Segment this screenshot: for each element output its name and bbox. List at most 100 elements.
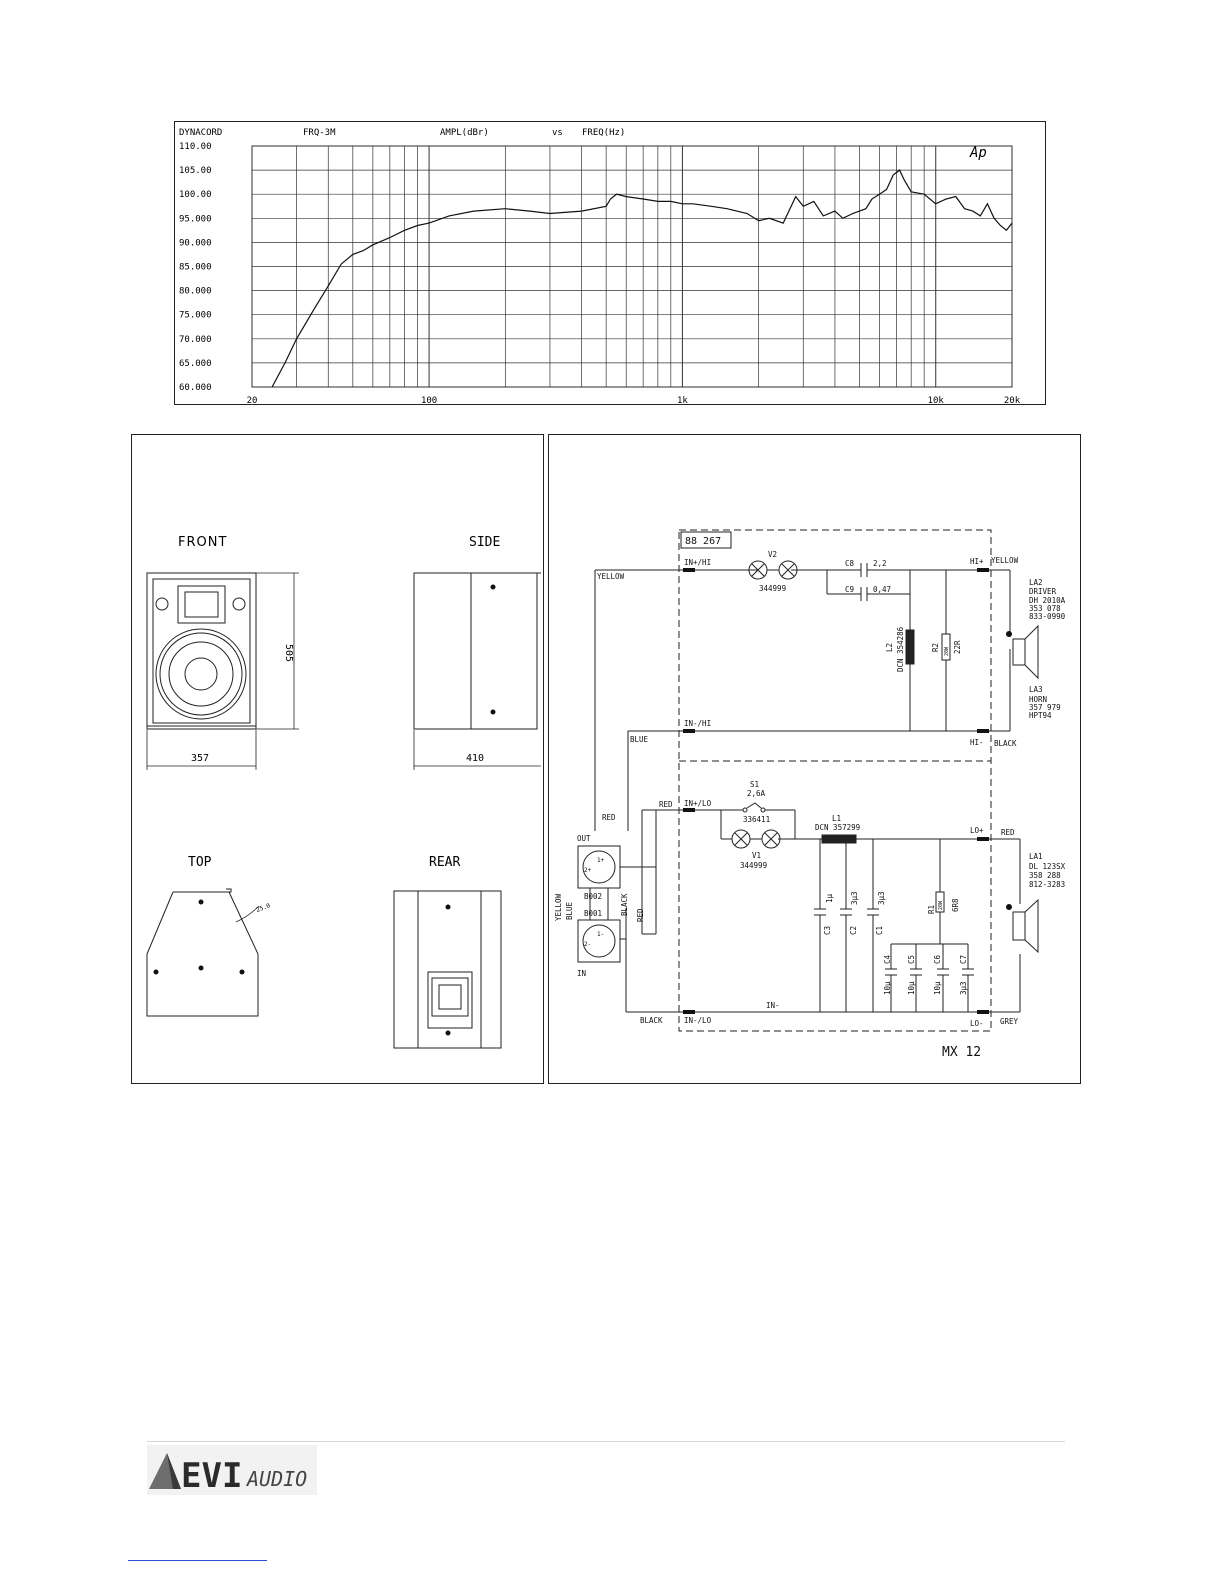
front-view-label: FRONT [178, 535, 227, 550]
la1-line: DL 123SX [1029, 862, 1066, 871]
l1-ref: L1 [832, 814, 841, 823]
x-tick-label: 100 [421, 396, 437, 405]
c7-value: 3µ3 [959, 981, 968, 995]
conn-wire-red: RED [636, 908, 645, 922]
y-tick-label: 60.000 [179, 383, 212, 393]
chart-y-quantity: AMPL(dBr) [440, 128, 489, 138]
wire-yellow-left: YELLOW [597, 572, 625, 581]
port-in-minus: IN- [766, 1001, 780, 1010]
speaker-polarity-dot [1006, 631, 1012, 637]
x-tick-label: 20k [1004, 396, 1021, 405]
v2-ref: V2 [768, 550, 777, 559]
angle-dimension: 25.0 [255, 902, 271, 914]
la2-line: DH 2010A [1029, 596, 1066, 605]
r2-ref: R2 [931, 643, 940, 652]
side-view-drawing [413, 572, 541, 770]
series-line [271, 169, 1013, 388]
rear-view-drawing [393, 890, 502, 1049]
side-view-label: SIDE [469, 535, 500, 550]
top-view-label: TOP [188, 855, 212, 870]
port-in-pos-lo: IN+/LO [684, 799, 712, 808]
rear-mount-hole [445, 904, 451, 910]
port-hi-neg: HI- [970, 738, 984, 747]
c4-ref: C4 [883, 954, 892, 964]
port-lo-pos: LO+ [970, 826, 984, 835]
v1-ref: V1 [752, 851, 761, 860]
speaker-polarity-dot [1006, 904, 1012, 910]
la1-line: 812-3283 [1029, 880, 1065, 889]
c8-ref: C8 [845, 559, 855, 568]
port-lo-neg: LO- [970, 1019, 984, 1028]
l2-ref: L2 [885, 643, 894, 652]
crossover-schematic: 88 267 MX 12 IN+/HI IN-/HI IN+/LO IN-/LO… [554, 529, 1066, 1060]
y-tick-label: 75.000 [179, 311, 212, 321]
v2-part: 344999 [759, 584, 786, 593]
angle-arc [235, 905, 260, 923]
y-tick-label: 65.000 [179, 359, 212, 369]
s1-ref: S1 [750, 780, 759, 789]
out-connector-label: OUT [577, 834, 591, 843]
wire-yellow-out: YELLOW [991, 556, 1019, 565]
y-tick-label: 90.000 [179, 238, 212, 248]
rear-mount-hole [445, 1030, 451, 1036]
y-tick-label: 95.000 [179, 214, 212, 224]
c1-ref: C1 [875, 926, 884, 935]
r2-power: 20W [944, 646, 950, 656]
y-tick-label: 70.000 [179, 335, 212, 345]
c9-value: 0,47 [873, 585, 891, 594]
s1-part: 336411 [743, 815, 770, 824]
wire-blue: BLUE [630, 735, 649, 744]
c3-value: 1µ [825, 893, 834, 903]
top-mount-hole [198, 965, 204, 971]
front-width-dimension: 357 [191, 753, 209, 764]
in-connector-id: B001 [584, 909, 602, 918]
frequency-response-chart: DYNACORD FRQ-3M AMPL(dBr) vs FREQ(Hz) Ap… [174, 121, 1046, 405]
conn-wire-black: BLACK [620, 893, 629, 916]
y-tick-label: 100.00 [179, 190, 212, 200]
port-in-neg-lo: IN-/LO [684, 1016, 712, 1025]
top-mount-hole [198, 899, 204, 905]
wire-black-out: BLACK [994, 739, 1017, 748]
la2-line: 833-0990 [1029, 612, 1066, 621]
out-connector-id: B002 [584, 892, 602, 901]
chart-brand: DYNACORD [179, 128, 222, 138]
la3-line: HORN [1029, 695, 1047, 704]
port-in-neg-hi: IN-/HI [684, 719, 711, 728]
c1-value: 3µ3 [877, 891, 886, 905]
footer-divider [147, 1441, 1065, 1442]
la3-line: LA3 [1029, 685, 1043, 694]
chart-grid [251, 145, 1013, 388]
side-depth-dimension: 410 [466, 753, 484, 764]
r1-power: 20W [938, 900, 944, 910]
logo-evi-text: EVI [181, 1456, 242, 1495]
c9-ref: C9 [845, 585, 854, 594]
la1-line: 358 288 [1029, 871, 1061, 880]
c5-value: 10µ [907, 981, 916, 995]
y-axis-ticks: 110.00105.00100.0095.00090.00085.00080.0… [179, 142, 212, 393]
wire-red-top: RED [602, 813, 616, 822]
wire-red-in: RED [659, 800, 673, 809]
x-tick-label: 20 [247, 396, 258, 405]
out-pin-2pos: 2+ [584, 867, 592, 874]
r1-ref: R1 [927, 905, 936, 914]
top-mount-hole [153, 969, 159, 975]
in-pin-neg: 1- [597, 931, 604, 938]
c3-ref: C3 [823, 926, 832, 935]
chart-vs: vs [552, 128, 563, 138]
height-dimension: 505 [283, 644, 294, 662]
out-pin-pos: 1+ [597, 857, 605, 864]
top-mount-hole [239, 969, 245, 975]
board-id: 88 267 [685, 536, 721, 547]
c4-value: 10µ [883, 981, 892, 995]
l1-part: DCN 357299 [815, 823, 860, 832]
chart-x-quantity: FREQ(Hz) [582, 128, 625, 138]
y-tick-label: 105.00 [179, 166, 212, 176]
side-mount-hole [490, 584, 496, 590]
footer-link-underline[interactable] [128, 1560, 267, 1561]
dimension-views-panel [131, 434, 544, 1084]
wire-black-bottom: BLACK [640, 1016, 663, 1025]
c6-ref: C6 [933, 954, 942, 964]
y-tick-label: 80.000 [179, 287, 212, 297]
in-pin-2neg: 2- [584, 941, 591, 948]
